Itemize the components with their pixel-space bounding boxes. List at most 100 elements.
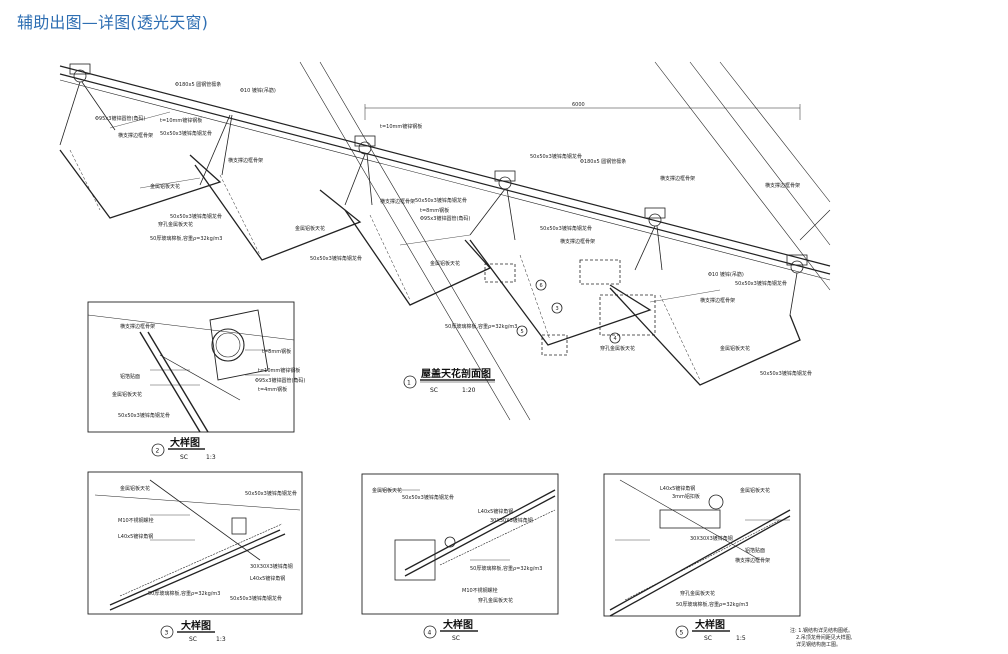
detail-5-title: 大样图	[695, 618, 725, 631]
d2-label-angle: 50x50x3镀锌角钢龙骨	[118, 412, 170, 419]
label-angle-50f: 50x50x3镀锌角钢龙骨	[310, 255, 362, 262]
detail-5-scale: 1:5	[736, 635, 746, 642]
detail-2-title: 大样图	[170, 436, 200, 449]
note-1: 注: 1.钢结构详见结构图纸。	[790, 627, 853, 634]
detail-4-code: SC	[452, 635, 460, 642]
label-edge-keel-6: 横支撑边框骨架	[560, 238, 595, 245]
main-section-drawing	[59, 61, 831, 421]
detail-3-circle	[160, 625, 174, 639]
section-1-code: SC	[430, 387, 438, 394]
label-angle-50c: 50x50x3镀锌角钢龙骨	[530, 153, 582, 160]
callout-3: 3	[556, 306, 559, 312]
detail-4-circle	[423, 625, 437, 639]
detail-3-scale: 1:3	[216, 636, 226, 643]
d3-label-bolt: M10不锈钢螺栓	[118, 517, 154, 524]
label-t8: t=8mm钢板	[420, 207, 449, 214]
callout-6: 6	[540, 283, 543, 289]
d3-label-insul: 50厚玻璃棉板,容重ρ=32kg/m3	[148, 590, 220, 597]
callout-4: 4	[614, 336, 617, 342]
detail-2-drawing	[87, 301, 295, 433]
d4-label-bolt: M10不锈钢螺栓	[462, 587, 498, 594]
label-angle-50: 50x50x3镀锌角钢龙骨	[160, 130, 212, 137]
d4-label-l40: L40x5镀锌角钢	[478, 508, 513, 515]
detail-5-number: 5	[680, 630, 684, 637]
callout-5: 5	[521, 329, 524, 335]
section-1-title: 屋盖天花剖面图	[421, 367, 491, 380]
d3-label-l40b: L40x5镀锌角钢	[250, 575, 285, 582]
label-angle-50g: 50x50x3镀锌角钢龙骨	[735, 280, 787, 287]
label-pipe-95b: Φ95x3镀锌圆管(角码)	[420, 215, 470, 222]
detail-5-circle	[675, 625, 689, 639]
d2-label-panel: 金属铝板天花	[112, 391, 142, 398]
d5-label-panel: 金属铝板天花	[740, 487, 770, 494]
d3-label-angle: 50x50x3镀锌角钢龙骨	[245, 490, 297, 497]
section-1-scale: 1:20	[462, 387, 476, 394]
section-1-circle	[403, 375, 417, 389]
page-title: 辅助出图—详图(透光天窗)	[17, 13, 209, 32]
d4-label-panel: 金属铝板天花	[372, 487, 402, 494]
detail-4-title: 大样图	[443, 618, 473, 631]
detail-2-scale: 1:3	[206, 454, 216, 461]
dimension-label: 6000	[572, 102, 585, 108]
d2-label-foil: 铝箔贴面	[120, 373, 140, 380]
d5-label-l40: L40x5镀锌角钢	[660, 485, 695, 492]
d4-label-angle: 50x50x3镀锌角钢龙骨	[402, 494, 454, 501]
detail-4-drawing	[361, 473, 559, 615]
label-angle-50b: 50x50x3镀锌角钢龙骨	[170, 213, 222, 220]
d2-label-edge: 横支撑边框骨架	[120, 323, 155, 330]
label-insul-2: 50厚玻璃棉板,容重ρ=32kg/m3	[445, 323, 517, 330]
d5-label-edge: 横支撑边框骨架	[735, 557, 770, 564]
label-perf: 穿孔金属板天花	[158, 221, 193, 228]
d5-label-30: 30X30X3镀锌角钢	[690, 535, 733, 542]
d3-label-l40: L40x5镀锌角钢	[118, 533, 153, 540]
d2-label-pipe: Φ95x3镀锌圆管(角码)	[255, 377, 305, 384]
label-panel: 金属铝板天花	[150, 183, 180, 190]
label-angle-50h: 50x50x3镀锌角钢龙骨	[760, 370, 812, 377]
d4-label-perf: 穿孔金属板天花	[478, 597, 513, 604]
note-3: 详见钢结构施工图。	[796, 641, 841, 648]
label-t10: t=10mm镀锌钢板	[160, 117, 202, 124]
detail-3-number: 3	[165, 630, 169, 637]
detail-3-drawing	[87, 471, 303, 615]
label-panel-2: 金属铝板天花	[295, 225, 325, 232]
d5-label-foil: 铝箔贴面	[745, 547, 765, 554]
label-edge-keel-3: 横支撑边框骨架	[660, 175, 695, 182]
note-2: 2.吊顶龙骨间距见大样图,	[796, 634, 853, 641]
d4-label-30: 30X30X3镀锌角钢	[490, 517, 533, 524]
detail-2-number: 2	[156, 448, 160, 455]
skylight-detail-drawing: 屋盖天花剖面图 1 SC 1:20 6000 大样图 2 SC 1:3 大样图 …	[59, 61, 853, 648]
d3-label-30: 30X30X3镀锌角钢	[250, 563, 293, 570]
d2-label-t8: t=8mm钢板	[262, 348, 291, 355]
detail-4-number: 4	[428, 630, 432, 637]
d3-label-panel: 金属铝板天花	[120, 485, 150, 492]
label-perf-2: 穿孔金属板天花	[600, 345, 635, 352]
label-pipe-180b: Φ180x5 圆钢管檩条	[580, 158, 626, 165]
d2-label-t4: t=4mm钢板	[258, 386, 287, 393]
label-edge-keel-2: 横支撑边框骨架	[228, 157, 263, 164]
label-edge-keel-4: 横支撑边框骨架	[765, 182, 800, 189]
label-hanger: Φ10 镀锌(吊筋)	[240, 87, 276, 94]
label-hanger-2: Φ10 镀锌(吊筋)	[708, 271, 744, 278]
detail-3-title: 大样图	[181, 619, 211, 632]
label-edge-keel-5: 横支撑边框骨架	[380, 198, 415, 205]
label-edge-keel: 横支撑边框骨架	[118, 132, 153, 139]
d5-label-clip: 3mm铝扣板	[672, 493, 700, 500]
label-pipe-95: Φ95x3镀锌圆管(角码)	[95, 115, 145, 122]
label-angle-50e: 50x50x3镀锌角钢龙骨	[540, 225, 592, 232]
detail-5-drawing	[603, 473, 801, 617]
detail-5-code: SC	[704, 635, 712, 642]
label-t10-2: t=10mm镀锌钢板	[380, 123, 422, 130]
d2-label-t10: t=10mm镀锌钢板	[258, 367, 300, 374]
d4-label-insul: 50厚玻璃棉板,容重ρ=32kg/m3	[470, 565, 542, 572]
label-pipe-180: Φ180x5 圆钢管檩条	[175, 81, 221, 88]
label-edge-keel-7: 横支撑边框骨架	[700, 297, 735, 304]
detail-3-code: SC	[189, 636, 197, 643]
d5-label-perf: 穿孔金属板天花	[680, 590, 715, 597]
label-angle-50d: 50x50x3镀锌角钢龙骨	[415, 197, 467, 204]
label-panel-3: 金属铝板天花	[430, 260, 460, 267]
d3-label-angle2: 50x50x3镀锌角钢龙骨	[230, 595, 282, 602]
label-panel-4: 金属铝板天花	[720, 345, 750, 352]
section-1-number: 1	[407, 380, 411, 387]
d5-label-insul: 50厚玻璃棉板,容重ρ=32kg/m3	[676, 601, 748, 608]
label-insul: 50厚玻璃棉板,容重ρ=32kg/m3	[150, 235, 222, 242]
